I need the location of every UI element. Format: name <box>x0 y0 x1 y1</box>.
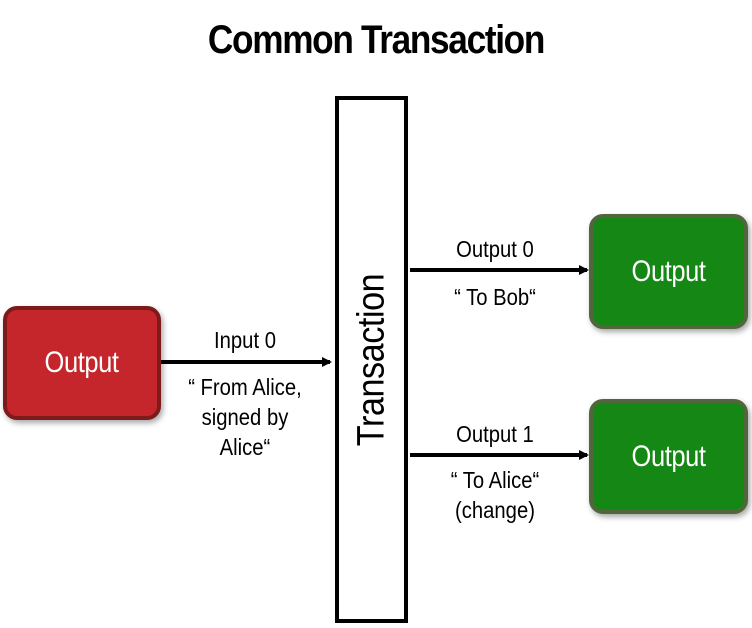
output-box-1-label: Output <box>631 439 706 473</box>
output-1-edge-desc-line: (change) <box>455 497 535 523</box>
transaction-box: Transaction <box>335 96 408 623</box>
input-edge-desc: “ From Alice, signed by Alice“ <box>175 372 316 462</box>
output-box-0: Output <box>589 214 748 329</box>
output-1-edge-desc: “ To Alice“ (change) <box>429 465 561 525</box>
output-0-edge-desc: “ To Bob“ <box>429 282 561 312</box>
transaction-label: Transaction <box>350 273 392 446</box>
output-box-0-label: Output <box>631 254 706 288</box>
output-box-1: Output <box>589 399 748 514</box>
input-edge-desc-line: “ From Alice, <box>188 374 302 400</box>
diagram-title: Common Transaction <box>207 18 545 62</box>
input-edge-desc-line: Alice“ <box>219 434 271 460</box>
input-output-box-label: Output <box>44 346 120 379</box>
input-edge-name: Input 0 <box>214 327 276 353</box>
input-output-box: Output <box>3 306 161 420</box>
output-1-edge-desc-line: “ To Alice“ <box>450 467 540 493</box>
output-0-edge-desc-line: “ To Bob“ <box>454 284 536 310</box>
input-edge-desc-line: signed by <box>201 404 289 430</box>
output-0-edge-name: Output 0 <box>456 236 534 262</box>
output-1-edge-name: Output 1 <box>456 421 534 447</box>
